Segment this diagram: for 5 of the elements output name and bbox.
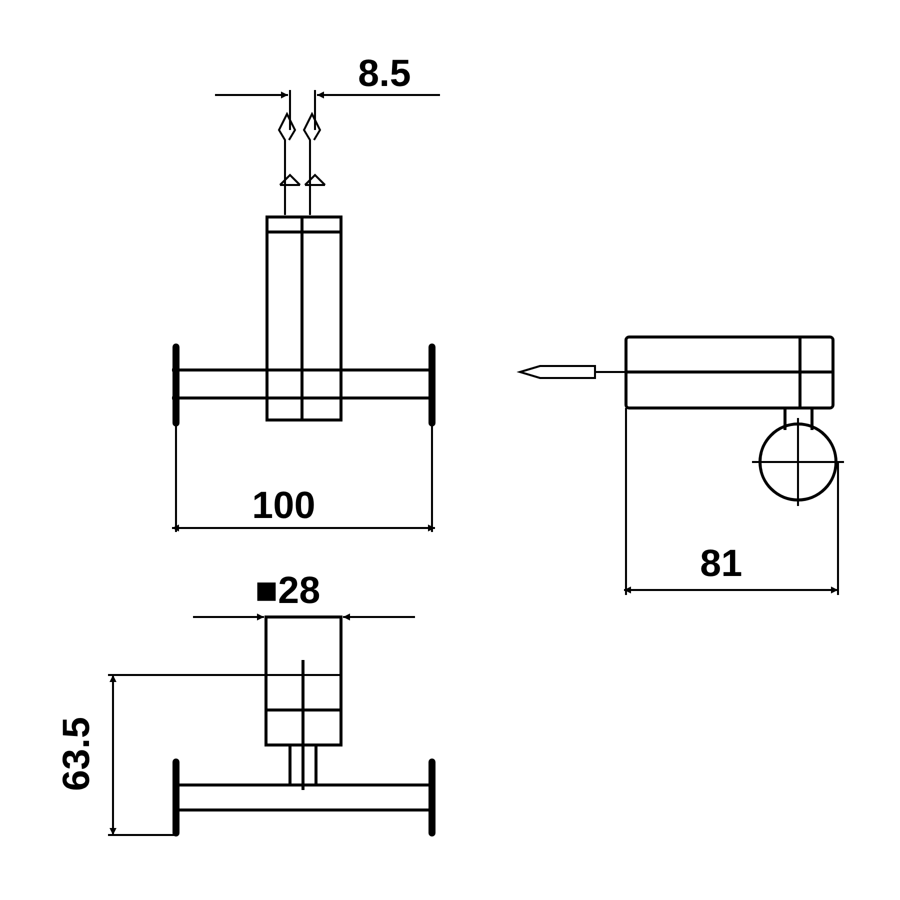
dimension-value: 100 — [252, 487, 316, 525]
dimension-value: ■28 — [255, 572, 320, 610]
dimension-value: 81 — [700, 545, 742, 583]
dimension-value: 63.5 — [58, 717, 96, 791]
dimension-value: 8.5 — [358, 55, 411, 93]
